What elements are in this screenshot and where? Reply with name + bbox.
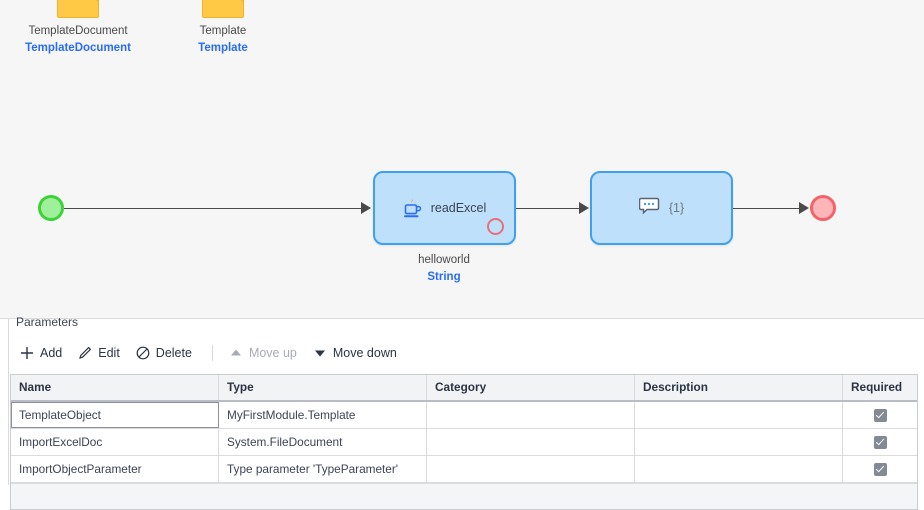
parameters-table: Name Type Category Description Required … [10, 374, 918, 510]
cell-type: System.FileDocument [219, 429, 427, 455]
column-header-name[interactable]: Name [11, 375, 219, 400]
domain-entity-name: Template [199, 25, 247, 37]
cell-name: ImportObjectParameter [11, 456, 219, 482]
cell-type: Type parameter 'TypeParameter' [219, 456, 427, 482]
connector-activity2-to-end [733, 208, 806, 209]
start-event-node[interactable] [38, 195, 64, 221]
cell-description [635, 456, 843, 482]
pencil-icon [78, 346, 92, 360]
move-down-button[interactable]: Move down [307, 344, 407, 362]
domain-entity-type-link[interactable]: TemplateDocument [25, 42, 131, 54]
arrow-head-icon [579, 202, 589, 214]
folder-icon [202, 0, 244, 20]
toolbar-divider [211, 345, 213, 361]
domain-entity-template-document[interactable]: TemplateDocument TemplateDocument [0, 0, 158, 57]
column-header-category[interactable]: Category [427, 375, 635, 400]
delete-button-label: Delete [155, 346, 192, 360]
cell-description [635, 429, 843, 455]
required-checkbox[interactable] [873, 409, 887, 423]
error-handler-circle-icon[interactable] [487, 218, 504, 235]
edit-button-label: Edit [98, 346, 120, 360]
message-bubble-icon [638, 196, 661, 221]
table-row[interactable]: ImportObjectParameter Type parameter 'Ty… [11, 456, 917, 483]
output-variable-type-link[interactable]: String [427, 271, 461, 283]
output-variable-name: helloworld [418, 254, 470, 266]
activity-node-message[interactable]: {1} [590, 171, 733, 245]
cell-category [427, 429, 635, 455]
cell-name: ImportExcelDoc [11, 429, 219, 455]
cell-name: TemplateObject [11, 402, 219, 428]
cell-category [427, 456, 635, 482]
connector-activity1-to-activity2 [516, 208, 586, 209]
cell-category [427, 402, 635, 428]
parameters-panel: Parameters Add Edit Delete [0, 315, 924, 510]
move-up-button[interactable]: Move up [223, 344, 307, 362]
cell-type: MyFirstModule.Template [219, 402, 427, 428]
table-row[interactable]: TemplateObject MyFirstModule.Template [11, 402, 917, 429]
activity-label: {1} [668, 201, 685, 215]
no-entry-icon [136, 346, 150, 360]
cell-required [843, 429, 917, 455]
table-header-row: Name Type Category Description Required [11, 375, 917, 402]
cell-required [843, 456, 917, 482]
cell-required [843, 402, 917, 428]
cell-description [635, 402, 843, 428]
activity-output-caption: helloworld String [344, 253, 544, 286]
flow-diagram-canvas[interactable]: TemplateDocument TemplateDocument Templa… [0, 0, 924, 318]
arrow-head-icon [361, 202, 371, 214]
move-up-button-label: Move up [248, 346, 297, 360]
delete-button[interactable]: Delete [130, 344, 202, 362]
java-cup-icon [403, 197, 423, 219]
edit-button[interactable]: Edit [72, 344, 130, 362]
column-header-required[interactable]: Required [851, 380, 903, 394]
activity-node-read-excel[interactable]: readExcel [373, 171, 516, 245]
required-checkbox[interactable] [873, 436, 887, 450]
add-button-label: Add [40, 346, 63, 360]
table-row[interactable]: ImportExcelDoc System.FileDocument [11, 429, 917, 456]
activity-label: readExcel [430, 201, 487, 215]
domain-entity-name: TemplateDocument [28, 25, 128, 37]
folder-icon [57, 0, 99, 20]
plus-icon [20, 346, 34, 360]
end-event-node[interactable] [810, 195, 836, 221]
domain-entity-template[interactable]: Template Template [143, 0, 303, 57]
connector-start-to-activity1 [64, 208, 369, 209]
parameters-toolbar: Add Edit Delete Move up [14, 341, 407, 365]
domain-entity-type-link[interactable]: Template [198, 42, 248, 54]
triangle-down-icon [313, 346, 327, 360]
move-down-button-label: Move down [332, 346, 397, 360]
arrow-head-icon [799, 202, 809, 214]
table-empty-area [11, 483, 917, 509]
required-checkbox[interactable] [873, 463, 887, 477]
panel-title: Parameters [16, 315, 79, 327]
add-button[interactable]: Add [14, 344, 72, 362]
column-header-type[interactable]: Type [219, 375, 427, 400]
column-header-description[interactable]: Description [635, 375, 843, 400]
triangle-up-icon [229, 346, 243, 360]
